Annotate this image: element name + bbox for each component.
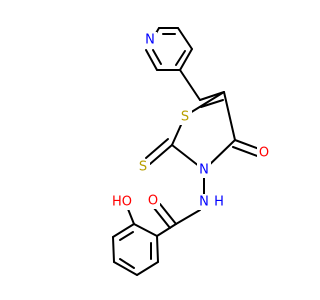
bond [159,203,177,225]
benzene-ring [112,223,177,276]
thione-group [145,138,173,165]
bond [119,231,134,241]
pyridine-ring [145,27,193,71]
bond [156,223,177,237]
molecule-structure: N S S O N N H O HO [110,27,271,276]
bond [232,146,261,158]
amide-oxygen-label: O [148,194,158,209]
ring-sulfur-label: S [181,110,189,125]
methylidene-bridge [179,69,225,108]
bond [119,258,135,269]
bond [145,49,158,71]
bond [175,209,201,225]
pyridine-nitrogen-label: N [145,33,155,48]
bond [149,144,173,165]
bond [113,261,138,276]
ring-nitrogen-label: N [199,163,209,178]
bond [152,49,162,65]
hydroxyl-label: HO [112,195,132,210]
bond [145,138,169,159]
bond [136,261,159,276]
molecule-canvas: N S S O N N H O HO [110,27,271,276]
bond [200,99,224,108]
bond [153,207,171,229]
bond [177,27,193,50]
amide-hydrogen-label: H [214,195,224,210]
bond [223,91,236,141]
bond [175,50,186,66]
thiazolidine-ring [171,91,236,171]
amide-group [153,203,201,229]
bond [112,223,135,238]
bond [156,235,159,263]
amide-nitrogen-label: N [199,195,209,210]
bond [133,223,158,237]
bond [179,48,193,71]
thione-sulfur-label: S [139,160,147,175]
bond [112,236,115,263]
atom-labels: N S S O N N H O HO [110,32,271,210]
ketone-oxygen-label: O [259,146,269,161]
bond [179,69,201,101]
